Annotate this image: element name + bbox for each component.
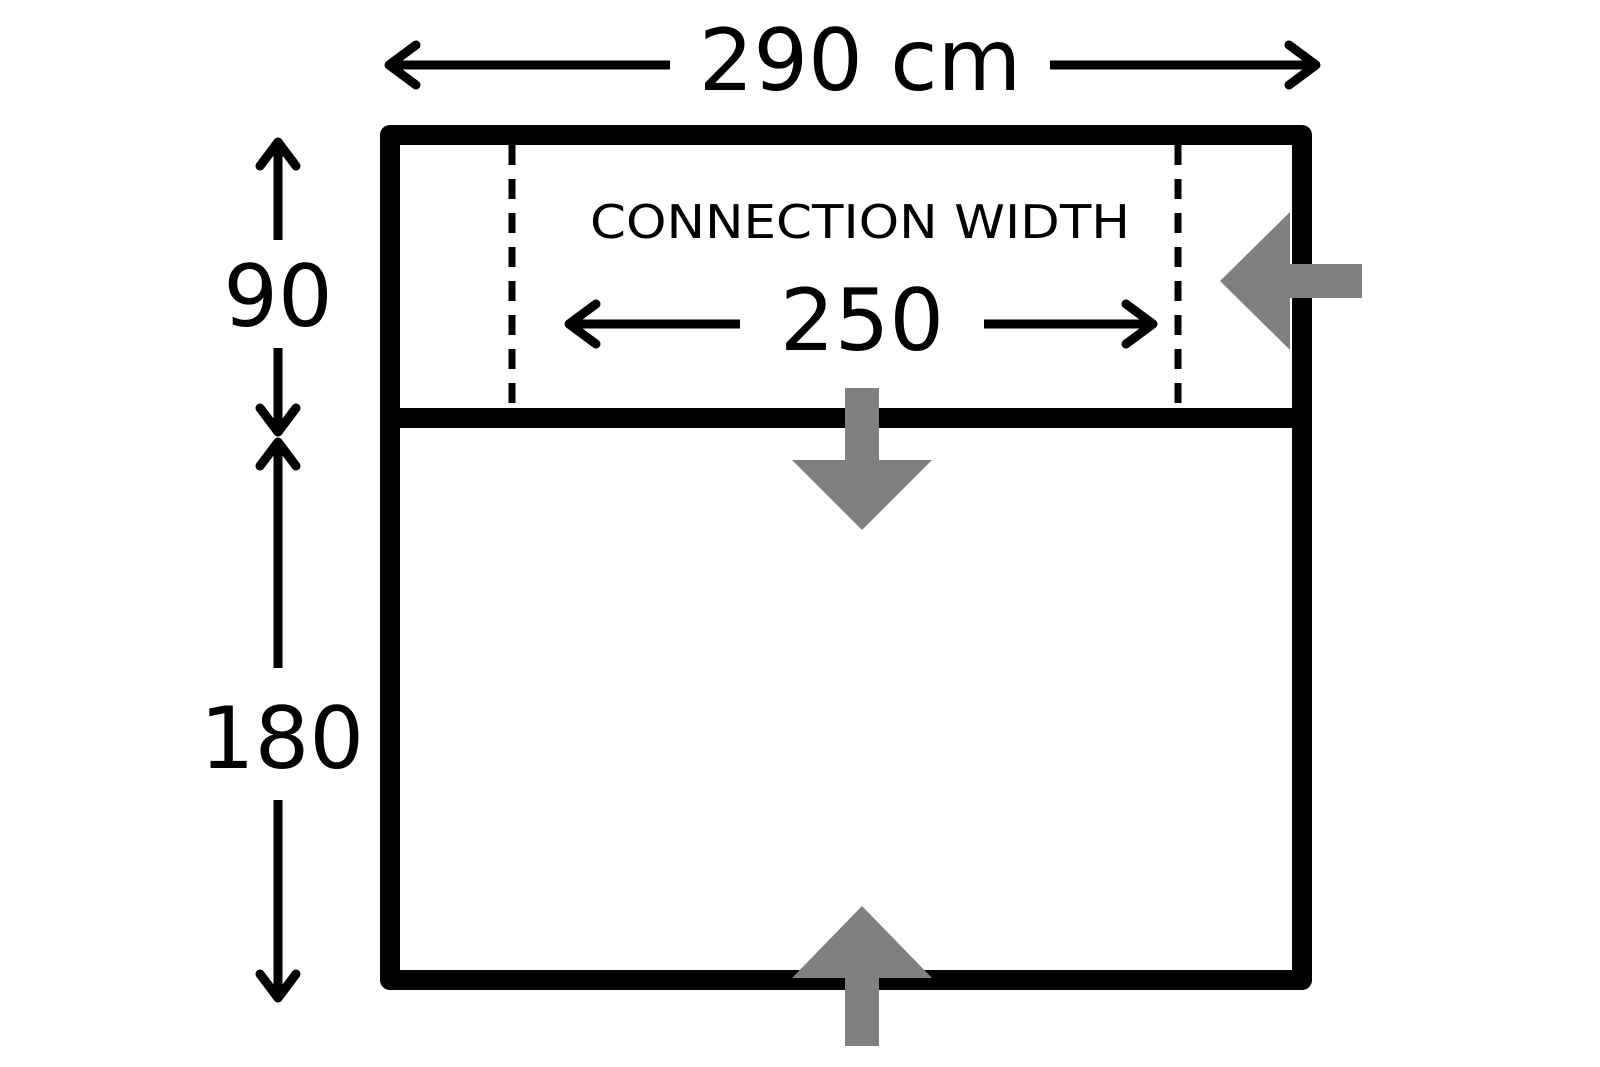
- arrow-down-icon: [792, 388, 932, 530]
- arrow-up-icon: [792, 906, 932, 1046]
- arrow-left-icon: [1220, 212, 1362, 350]
- bottom-height-dimension: 180: [200, 437, 364, 1003]
- connection-width-dimension: 250: [564, 271, 1158, 371]
- connection-width-label: 250: [780, 271, 944, 371]
- top-height-label: 90: [223, 247, 332, 347]
- outer-frame: [380, 125, 1312, 990]
- total-width-label: 290 cm: [699, 11, 1022, 111]
- top-height-dimension: 90: [223, 137, 333, 437]
- connection-caption: CONNECTION WIDTH: [590, 195, 1130, 249]
- bottom-height-label: 180: [200, 689, 364, 789]
- total-width-dimension: 290 cm: [384, 11, 1321, 111]
